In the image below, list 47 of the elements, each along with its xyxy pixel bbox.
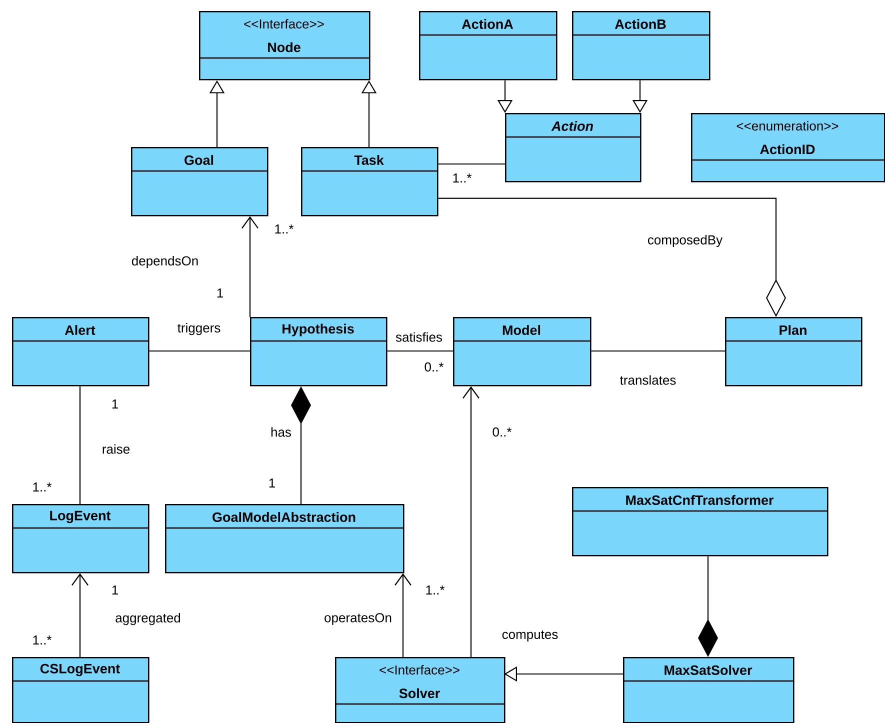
class-box: <<Interface>> Solver	[335, 657, 506, 723]
class-box: MaxSatSolver	[623, 657, 794, 723]
multiplicity-label: 1	[112, 586, 118, 594]
edge-label: composedBy	[646, 234, 724, 248]
edge-label: dependsOn	[130, 254, 200, 270]
connector-line	[387, 350, 453, 352]
edge-label: satisfies	[394, 331, 444, 343]
class-box: GoalModelAbstraction	[165, 504, 404, 574]
class-box: Alert	[12, 317, 150, 386]
arrow	[462, 386, 480, 657]
arrow	[72, 573, 88, 657]
edge-label: aggregated	[114, 612, 182, 626]
class-box: ActionA	[419, 11, 558, 80]
class-box: Action	[505, 113, 642, 182]
multiplicity-label: 1..*	[33, 636, 52, 644]
multiplicity-label: 1	[269, 478, 275, 488]
edge-label: triggers	[176, 322, 222, 336]
multiplicity-label: 1..*	[426, 586, 445, 594]
class-box: Model	[453, 317, 592, 386]
multiplicity-label: 0..*	[492, 427, 512, 437]
class-box: CSLogEvent	[12, 657, 150, 723]
connector-line	[149, 350, 250, 352]
multiplicity-label: 1..*	[275, 224, 294, 234]
multiplicity-label: 1..*	[453, 174, 472, 182]
class-box: LogEvent	[12, 504, 150, 574]
class-box: Task	[301, 147, 438, 216]
arrow	[394, 573, 412, 657]
class-box: Plan	[725, 317, 862, 386]
edge-label: has	[270, 426, 292, 438]
edge-label: operatesOn	[323, 612, 393, 626]
connector-line	[79, 386, 81, 504]
class-box: MaxSatCnfTransformer	[572, 487, 828, 556]
arrow	[242, 216, 258, 317]
class-box: <<enumeration>> ActionID	[691, 113, 885, 182]
class-box: ActionB	[572, 11, 710, 80]
class-box: <<Interface>> Node	[199, 11, 370, 80]
class-box: Goal	[131, 147, 268, 216]
multiplicity-label: 0..*	[424, 362, 444, 372]
class-box: Hypothesis	[250, 317, 388, 386]
edge-label: raise	[100, 443, 132, 455]
connector-line	[438, 163, 505, 165]
edge-label: translates	[618, 374, 678, 386]
multiplicity-label: 1	[217, 288, 223, 298]
multiplicity-label: 1	[112, 400, 118, 408]
multiplicity-label: 1..*	[33, 482, 52, 492]
connector-line	[591, 350, 725, 352]
edge-label: computes	[500, 629, 560, 643]
